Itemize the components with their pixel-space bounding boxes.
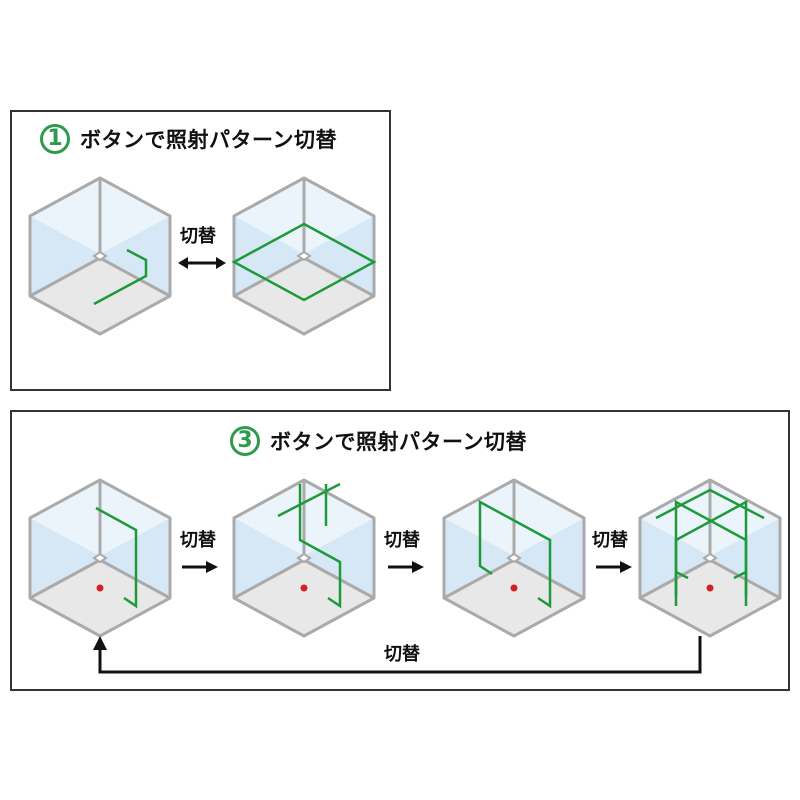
- step-number-1-badge: 1: [40, 124, 70, 154]
- red-laser-dot: [510, 584, 518, 592]
- switch-label-1: 切替: [180, 530, 216, 551]
- red-laser-dot: [706, 584, 714, 592]
- right-arrow-icon: [596, 561, 632, 573]
- green-laser-lines: [655, 488, 765, 606]
- double-arrow-icon: [178, 257, 226, 269]
- cube-pattern-b: [231, 176, 377, 336]
- green-laser-lines: [478, 499, 552, 609]
- cube-mode-4: [638, 478, 782, 638]
- return-switch-label: 切替: [384, 644, 420, 665]
- cube-mode-1: [28, 478, 172, 638]
- right-arrow-icon: [388, 561, 424, 573]
- switch-label-3: 切替: [592, 530, 628, 551]
- cube-mode-2: [232, 478, 376, 638]
- panel-pattern-1: 1 ボタンで照射パターン切替 切替: [10, 110, 391, 391]
- red-laser-dot: [96, 584, 104, 592]
- green-laser-lines: [277, 482, 342, 609]
- green-laser-loop: [231, 222, 377, 302]
- cube-pattern-a: [28, 176, 172, 336]
- green-laser-line: [93, 248, 148, 306]
- return-arrow-icon: [93, 636, 702, 674]
- step-number-3-badge: 3: [230, 426, 260, 456]
- panel-3-title-text: ボタンで照射パターン切替: [270, 430, 527, 454]
- switch-label: 切替: [180, 226, 216, 247]
- red-laser-dot: [300, 584, 308, 592]
- panel-1-title-text: ボタンで照射パターン切替: [80, 128, 337, 152]
- panel-3-title: 3 ボタンで照射パターン切替: [230, 426, 527, 456]
- green-laser-lines: [95, 506, 138, 609]
- cube-mode-3: [442, 478, 586, 638]
- panel-1-title: 1 ボタンで照射パターン切替: [40, 124, 337, 154]
- switch-label-2: 切替: [384, 530, 420, 551]
- panel-pattern-3: 3 ボタンで照射パターン切替 切替: [10, 410, 790, 691]
- right-arrow-icon: [182, 561, 218, 573]
